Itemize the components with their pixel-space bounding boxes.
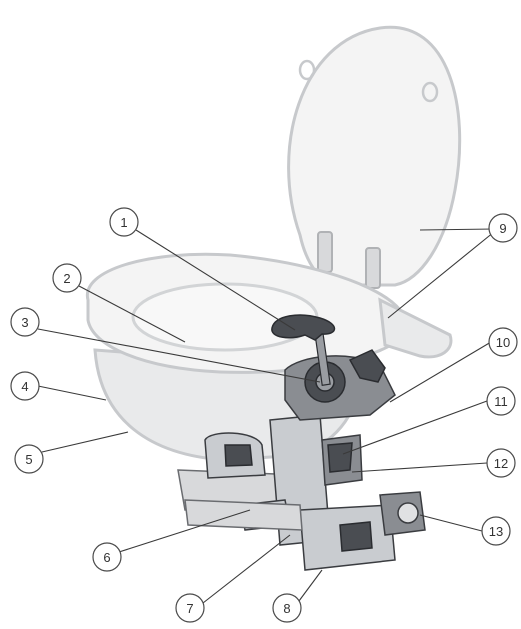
- leader-1: [135, 229, 296, 331]
- svg-text:6: 6: [103, 550, 110, 565]
- svg-text:9: 9: [499, 221, 506, 236]
- leader-13: [419, 514, 483, 532]
- selector-lever: [348, 349, 386, 383]
- callout-6: 6: [92, 542, 122, 572]
- svg-text:2: 2: [63, 271, 70, 286]
- leader-2: [78, 285, 186, 343]
- mounting-flange: [184, 499, 303, 531]
- seat-hinges: [317, 231, 381, 289]
- leader-lines: [37, 228, 495, 606]
- seat-rear-flange: [378, 297, 453, 359]
- leader-8: [295, 569, 323, 606]
- leader-7: [202, 534, 291, 604]
- svg-text:8: 8: [283, 601, 290, 616]
- leader-11: [342, 400, 488, 455]
- callout-13: 13: [481, 516, 511, 546]
- svg-text:4: 4: [21, 379, 28, 394]
- joker-valve: [327, 442, 353, 473]
- svg-text:1: 1: [120, 215, 127, 230]
- pump-handle: [271, 314, 336, 341]
- callout-11: 11: [486, 386, 516, 416]
- callout-10: 10: [488, 327, 518, 357]
- callout-4: 4: [10, 371, 40, 401]
- seat-lid: [287, 25, 462, 287]
- svg-text:13: 13: [489, 524, 503, 539]
- svg-text:11: 11: [494, 394, 508, 409]
- leader-10: [389, 341, 492, 403]
- callout-5: 5: [14, 444, 44, 474]
- leader-6: [118, 509, 251, 553]
- callout-7: 7: [175, 593, 205, 623]
- callout-9: 9: [488, 213, 518, 243]
- callout-8: 8: [272, 593, 302, 623]
- svg-text:7: 7: [186, 601, 193, 616]
- svg-text:12: 12: [494, 456, 508, 471]
- leader-12: [351, 462, 488, 473]
- lid-bumper-left: [298, 59, 316, 81]
- leader-3: [37, 328, 321, 383]
- callout-1: 1: [109, 207, 139, 237]
- svg-text:5: 5: [25, 452, 32, 467]
- lid-bumper-right: [421, 81, 439, 103]
- callout-3: 3: [10, 307, 40, 337]
- leader-5: [41, 431, 129, 453]
- pump-assembly: [184, 314, 426, 571]
- leader-9b: [387, 231, 495, 319]
- discharge-port: [339, 521, 373, 552]
- callout-2: 2: [52, 263, 82, 293]
- leader-4: [37, 385, 107, 401]
- leader-9a: [419, 228, 495, 231]
- callout-12: 12: [486, 448, 516, 478]
- svg-text:3: 3: [21, 315, 28, 330]
- svg-text:10: 10: [496, 335, 510, 350]
